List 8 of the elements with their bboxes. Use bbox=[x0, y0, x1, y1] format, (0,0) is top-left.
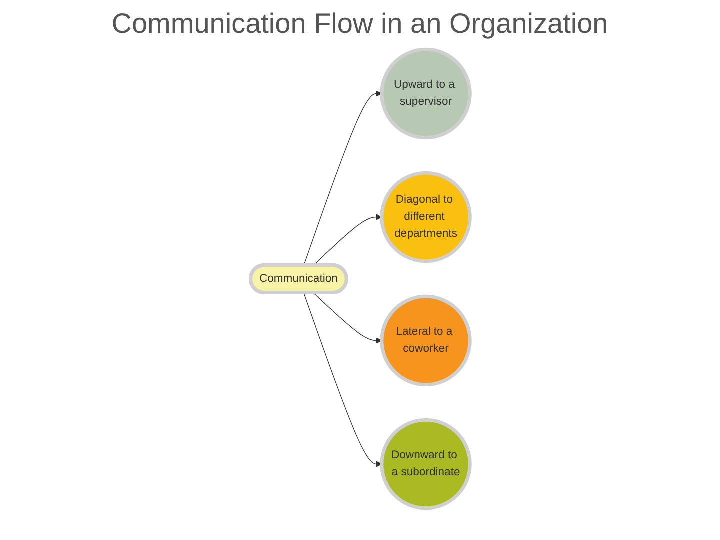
node-circle: Upward to a supervisor bbox=[380, 48, 472, 140]
node-circle: Downward to a subordinate bbox=[380, 418, 472, 510]
arrow bbox=[312, 292, 382, 344]
title: Communication Flow in an Organization bbox=[110, 8, 610, 40]
node-circle: Diagonal to different departments bbox=[380, 171, 472, 264]
node-circle: Lateral to a coworker bbox=[380, 294, 472, 387]
arrow bbox=[303, 90, 382, 266]
arrow bbox=[303, 292, 382, 468]
